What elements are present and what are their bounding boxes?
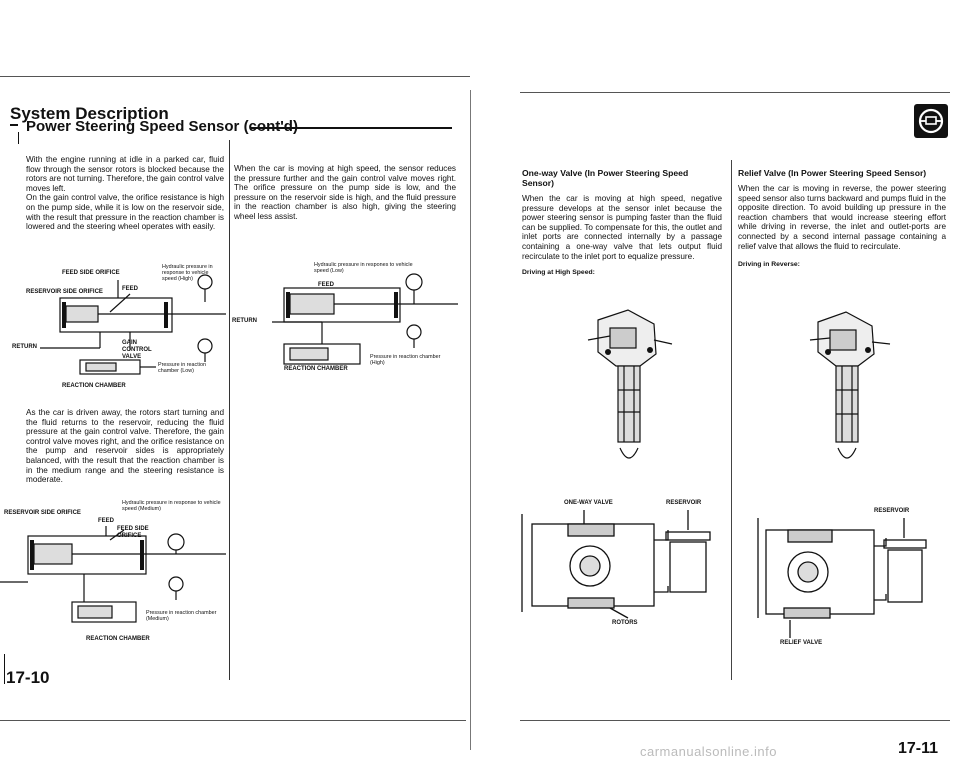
speed-sensor-illustration-1 (587, 309, 673, 459)
label-return: RETURN (232, 318, 257, 324)
right-col-paragraph: When the car is moving at high speed, th… (234, 164, 456, 221)
relief-valve-section: Relief Valve (In Power Steering Speed Se… (738, 168, 946, 268)
label-hydraulic-pressure: Hydraulic pressure in response to vehicl… (162, 264, 213, 282)
one-way-valve-text: When the car is moving at high speed, ne… (522, 194, 722, 261)
label-reservoir: RESERVOIR (666, 500, 702, 506)
label-rotors: ROTORS (612, 620, 638, 626)
label-hydraulic-pressure: Hydraulic pressure in response to vehicl… (122, 500, 221, 512)
label-feed: FEED (318, 282, 335, 288)
watermark: carmanualsonline.info (640, 744, 777, 759)
label-feed: FEED (122, 286, 139, 292)
label-hydraulic-pressure: Hydraulic pressure in respones to vehicl… (314, 262, 413, 274)
label-feed: FEED (98, 518, 115, 524)
label-feed-side-orifice: FEED SIDE ORIFICE (62, 270, 120, 276)
bottom-rule-left (0, 720, 466, 721)
diagram-gain-control-low: FEED SIDE ORIFICE Hydraulic pressure in … (0, 262, 232, 392)
one-way-valve-circuit: ONE-WAY VALVE RESERVOIR ROTORS (518, 496, 728, 630)
intro-paragraph: With the engine running at idle in a par… (26, 155, 224, 193)
diagram-gain-control-high: Hydraulic pressure in respones to vehicl… (232, 258, 460, 378)
page-title: System Description (10, 104, 169, 123)
right-col-text-block: When the car is moving at high speed, th… (234, 164, 456, 222)
valve-schematic-2 (0, 526, 226, 623)
relief-valve-schematic (757, 518, 927, 638)
page-number-right: 17-11 (898, 740, 939, 757)
label-pressure-reaction: Pressure in reaction chamber (Medium) (146, 610, 217, 622)
driving-reverse-subheading: Driving in Reverse: (738, 261, 800, 269)
label-reservoir-side-orifice: RESERVOIR SIDE ORIFICE (26, 289, 103, 295)
relief-valve-circuit: RESERVOIR RELIEF VALVE (744, 508, 944, 654)
valve-schematic-1 (40, 274, 226, 375)
label-pressure-reaction: Pressure in reaction chamber (Low) (158, 362, 206, 374)
bottom-rule-right (520, 720, 950, 721)
one-way-valve-heading: One-way Valve (In Power Steering Speed S… (522, 168, 689, 188)
label-return: RETURN (12, 344, 37, 350)
relief-valve-heading: Relief Valve (In Power Steering Speed Se… (738, 168, 927, 178)
intro-text-block: With the engine running at idle in a par… (26, 155, 224, 232)
page-number-left: 17-10 (6, 668, 50, 687)
subtitle-rule-left (10, 124, 18, 126)
column-divider (229, 140, 230, 680)
col-tick-left (18, 132, 19, 144)
diagram-gain-control-medium: RESERVOIR SIDE ORIFICE Hydraulic pressur… (0, 496, 232, 646)
speed-sensor-illustration-2 (809, 311, 891, 459)
subtitle-rule-right (250, 127, 452, 129)
intro-paragraph-2: On the gain control valve, the orifice r… (26, 193, 224, 232)
label-pressure-reaction: Pressure in reaction chamber (High) (370, 354, 441, 366)
middle-text-block: As the car is driven away, the rotors st… (26, 408, 224, 485)
relief-valve-text: When the car is moving in reverse, the p… (738, 184, 946, 251)
right-column-divider (731, 160, 732, 680)
label-reservoir: RESERVOIR (874, 508, 910, 514)
footer-tick (4, 654, 5, 684)
page-subtitle: Power Steering Speed Sensor (cont'd) (26, 118, 298, 135)
label-reaction-chamber: REACTION CHAMBER (86, 636, 150, 642)
steering-section-badge (914, 104, 948, 138)
label-reaction-chamber: REACTION CHAMBER (284, 366, 348, 372)
label-reservoir-side-orifice: RESERVOIR SIDE ORIFICE (4, 510, 81, 516)
middle-paragraph: As the car is driven away, the rotors st… (26, 408, 224, 485)
steering-wheel-icon (918, 108, 944, 134)
top-rule-right (520, 92, 950, 93)
valve-schematic-3 (272, 273, 458, 365)
one-way-valve-section: One-way Valve (In Power Steering Speed S… (522, 168, 722, 276)
label-reaction-chamber: REACTION CHAMBER (62, 383, 126, 389)
one-way-valve-schematic (521, 510, 711, 619)
gutter-line (470, 90, 471, 750)
driving-high-speed-subheading: Driving at High Speed: (522, 269, 595, 277)
label-relief-valve: RELIEF VALVE (780, 640, 823, 646)
top-rule (0, 76, 470, 77)
label-one-way-valve: ONE-WAY VALVE (564, 500, 613, 506)
